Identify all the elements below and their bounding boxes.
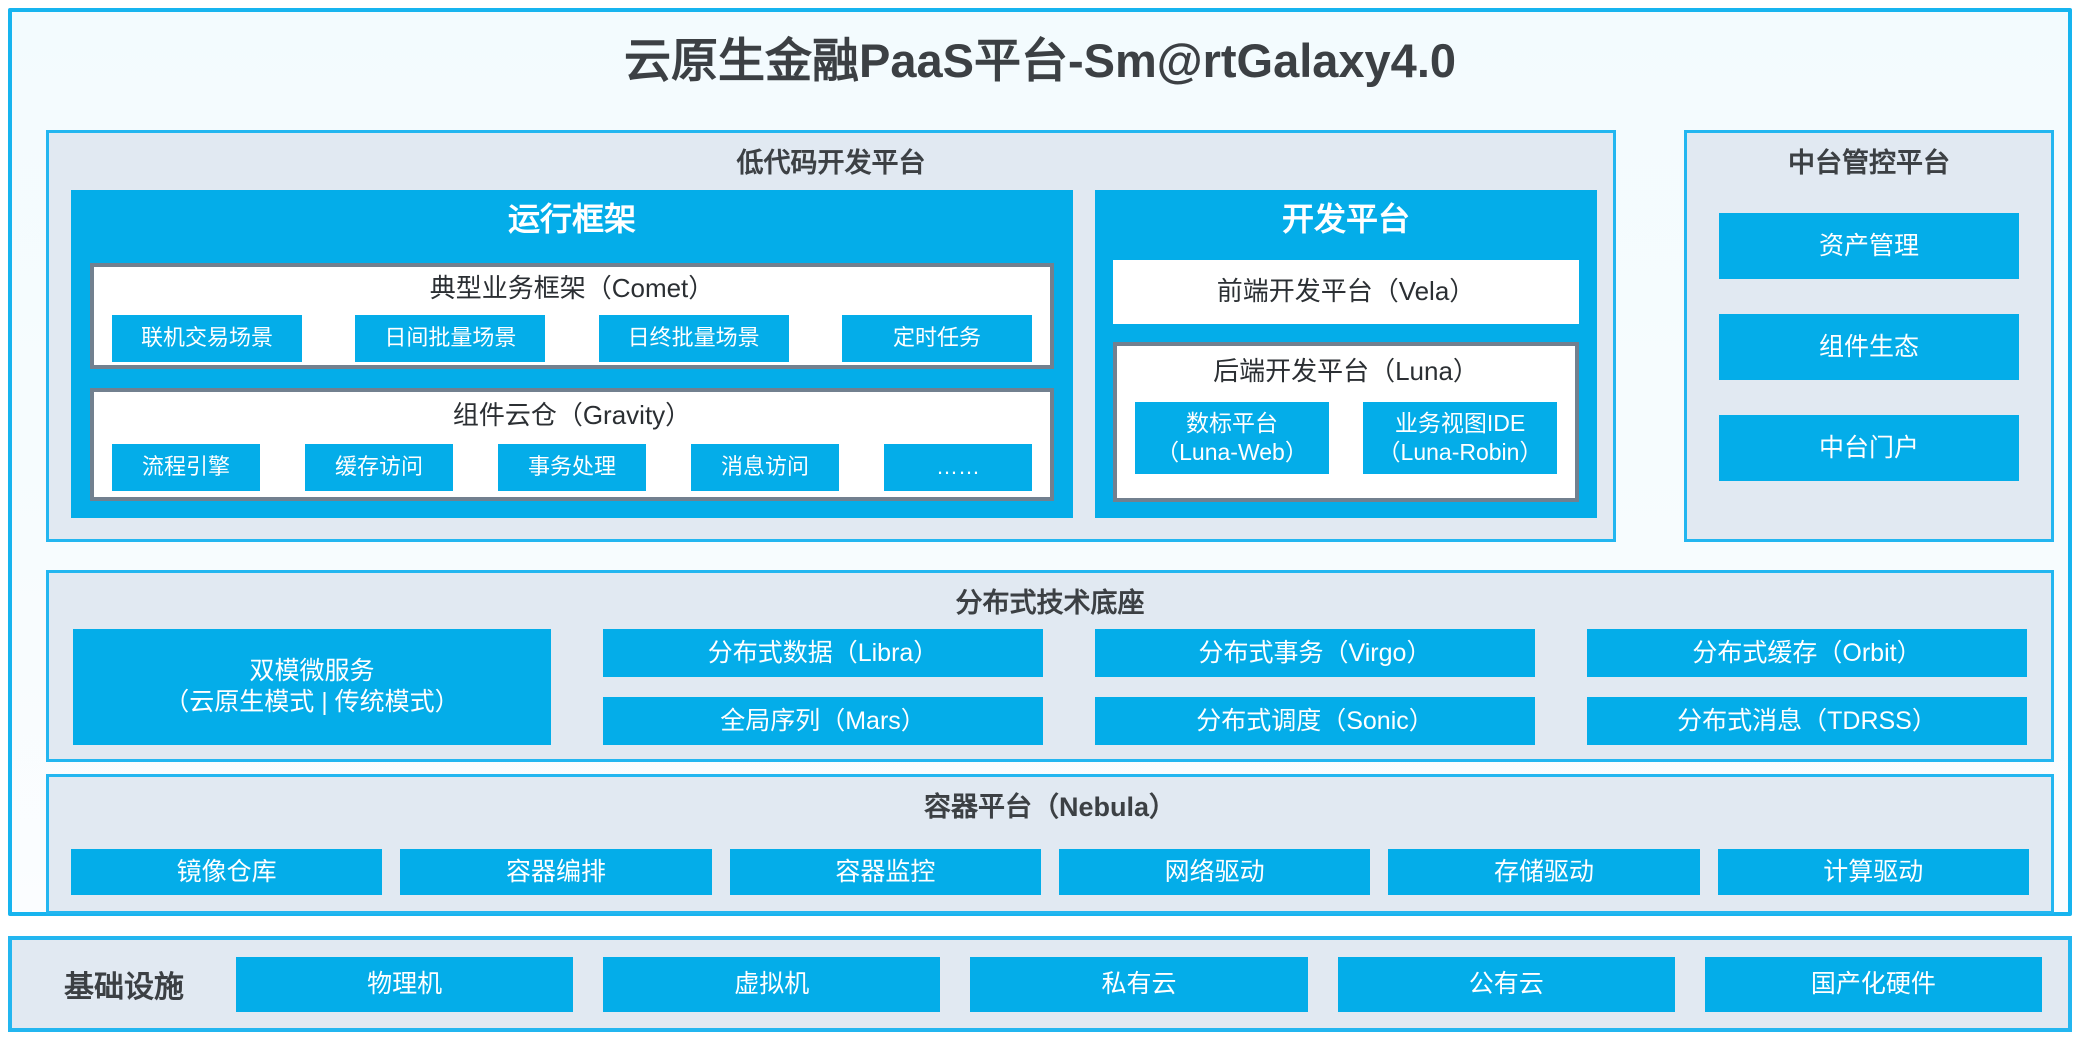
luna-web-line2: （Luna-Web）	[1156, 439, 1308, 465]
vela-frontend-box[interactable]: 前端开发平台（Vela）	[1113, 260, 1579, 324]
main-frame: 云原生金融PaaS平台-Sm@rtGalaxy4.0 低代码开发平台 运行框架 …	[8, 8, 2072, 916]
runtime-framework-title: 运行框架	[507, 201, 636, 237]
gravity-box: 组件云仓（Gravity） 流程引擎 缓存访问 事务处理 消息访问 ……	[90, 388, 1054, 501]
container-item-network-driver[interactable]: 网络驱动	[1058, 849, 1371, 895]
comet-title: 典型业务框架（Comet）	[429, 273, 715, 303]
distributed-col-3: 分布式缓存（Orbit） 分布式消息（TDRSS）	[1587, 629, 2027, 745]
distributed-col-microservice: 双模微服务 （云原生模式 | 传统模式）	[73, 629, 551, 745]
midplatform-title: 中台管控平台	[1788, 148, 1950, 178]
comet-item-online-transaction[interactable]: 联机交易场景	[112, 315, 302, 362]
distributed-items-body: 双模微服务 （云原生模式 | 传统模式） 分布式数据（Libra） 全局序列（M…	[73, 629, 2027, 745]
dual-mode-line1: 双模微服务	[249, 656, 375, 685]
lowcode-platform-title: 低代码开发平台	[736, 148, 926, 178]
luna-item-luna-robin[interactable]: 业务视图IDE （Luna-Robin）	[1363, 402, 1557, 474]
distributed-item-libra[interactable]: 分布式数据（Libra）	[603, 629, 1043, 677]
luna-web-line1: 数标平台	[1186, 410, 1278, 437]
distributed-foundation-title: 分布式技术底座	[955, 588, 1145, 618]
luna-backend-box: 后端开发平台（Luna） 数标平台 （Luna-Web） 业务视图IDE （Lu…	[1113, 342, 1579, 502]
comet-box: 典型业务框架（Comet） 联机交易场景 日间批量场景 日终批量场景 定时任务	[90, 263, 1054, 369]
gravity-item-message-access[interactable]: 消息访问	[691, 444, 839, 491]
midplatform-control-panel: 中台管控平台 资产管理 组件生态 中台门户	[1684, 130, 2054, 542]
dual-mode-line2: （云原生模式 | 传统模式）	[164, 688, 460, 716]
container-item-monitoring[interactable]: 容器监控	[729, 849, 1041, 895]
development-platform-section: 开发平台 前端开发平台（Vela） 后端开发平台（Luna） 数标平台 （Lun…	[1095, 190, 1597, 518]
distributed-item-tdrss[interactable]: 分布式消息（TDRSS）	[1587, 697, 2027, 745]
container-item-orchestration[interactable]: 容器编排	[400, 849, 712, 895]
distributed-item-dual-mode-microservice[interactable]: 双模微服务 （云原生模式 | 传统模式）	[73, 629, 551, 745]
luna-title: 后端开发平台（Luna）	[1213, 356, 1479, 386]
gravity-items-row: 流程引擎 缓存访问 事务处理 消息访问 ……	[94, 444, 1050, 491]
container-item-compute-driver[interactable]: 计算驱动	[1717, 849, 2029, 895]
vela-label: 前端开发平台（Vela）	[1216, 276, 1476, 307]
luna-item-luna-web[interactable]: 数标平台 （Luna-Web）	[1135, 402, 1329, 474]
page-title: 云原生金融PaaS平台-Sm@rtGalaxy4.0	[623, 34, 1457, 87]
luna-robin-line2: （Luna-Robin）	[1377, 439, 1543, 465]
container-items-row: 镜像仓库 容器编排 容器监控 网络驱动 存储驱动 计算驱动	[71, 849, 2029, 895]
distributed-col-2: 分布式事务（Virgo） 分布式调度（Sonic）	[1095, 629, 1535, 745]
infrastructure-item-physical-machine[interactable]: 物理机	[236, 956, 574, 1012]
container-item-image-registry[interactable]: 镜像仓库	[71, 849, 383, 895]
infrastructure-items-row: 物理机 虚拟机 私有云 公有云 国产化硬件	[236, 956, 2043, 1012]
distributed-foundation-panel: 分布式技术底座 双模微服务 （云原生模式 | 传统模式） 分布式数据（Libra…	[46, 570, 2054, 762]
container-platform-panel: 容器平台（Nebula） 镜像仓库 容器编排 容器监控 网络驱动 存储驱动 计算…	[46, 774, 2054, 914]
luna-items-row: 数标平台 （Luna-Web） 业务视图IDE （Luna-Robin）	[1117, 402, 1575, 474]
luna-robin-line1: 业务视图IDE	[1394, 410, 1526, 437]
distributed-item-orbit[interactable]: 分布式缓存（Orbit）	[1587, 629, 2027, 677]
infrastructure-item-domestic-hardware[interactable]: 国产化硬件	[1704, 956, 2043, 1012]
midplatform-items-list: 资产管理 组件生态 中台门户	[1719, 213, 2019, 481]
container-platform-title: 容器平台（Nebula）	[923, 792, 1177, 822]
comet-items-row: 联机交易场景 日间批量场景 日终批量场景 定时任务	[94, 315, 1050, 362]
comet-item-scheduled-task[interactable]: 定时任务	[841, 315, 1032, 362]
infrastructure-label: 基础设施	[64, 971, 184, 1004]
distributed-item-sonic[interactable]: 分布式调度（Sonic）	[1095, 697, 1535, 745]
distributed-item-virgo[interactable]: 分布式事务（Virgo）	[1095, 629, 1535, 677]
gravity-item-process-engine[interactable]: 流程引擎	[112, 444, 260, 491]
midplatform-item-asset-management[interactable]: 资产管理	[1719, 213, 2019, 279]
gravity-item-more[interactable]: ……	[884, 444, 1032, 491]
comet-item-eod-batch[interactable]: 日终批量场景	[598, 315, 789, 362]
midplatform-item-component-ecosystem[interactable]: 组件生态	[1719, 314, 2019, 380]
gravity-item-cache-access[interactable]: 缓存访问	[305, 444, 453, 491]
gravity-item-transaction-processing[interactable]: 事务处理	[498, 444, 646, 491]
infrastructure-bar: 基础设施 物理机 虚拟机 私有云 公有云 国产化硬件	[8, 936, 2072, 1032]
gravity-title: 组件云仓（Gravity）	[452, 400, 692, 430]
midplatform-item-portal[interactable]: 中台门户	[1719, 415, 2019, 481]
distributed-item-mars[interactable]: 全局序列（Mars）	[603, 697, 1043, 745]
infrastructure-item-private-cloud[interactable]: 私有云	[970, 956, 1308, 1012]
development-platform-title: 开发平台	[1281, 201, 1410, 237]
infrastructure-item-public-cloud[interactable]: 公有云	[1337, 956, 1675, 1012]
infrastructure-item-virtual-machine[interactable]: 虚拟机	[603, 956, 941, 1012]
container-item-storage-driver[interactable]: 存储驱动	[1388, 849, 1700, 895]
distributed-col-1: 分布式数据（Libra） 全局序列（Mars）	[603, 629, 1043, 745]
runtime-framework-section: 运行框架 典型业务框架（Comet） 联机交易场景 日间批量场景 日终批量场景 …	[71, 190, 1073, 518]
comet-item-intraday-batch[interactable]: 日间批量场景	[355, 315, 546, 362]
lowcode-platform-panel: 低代码开发平台 运行框架 典型业务框架（Comet） 联机交易场景 日间批量场景…	[46, 130, 1616, 542]
